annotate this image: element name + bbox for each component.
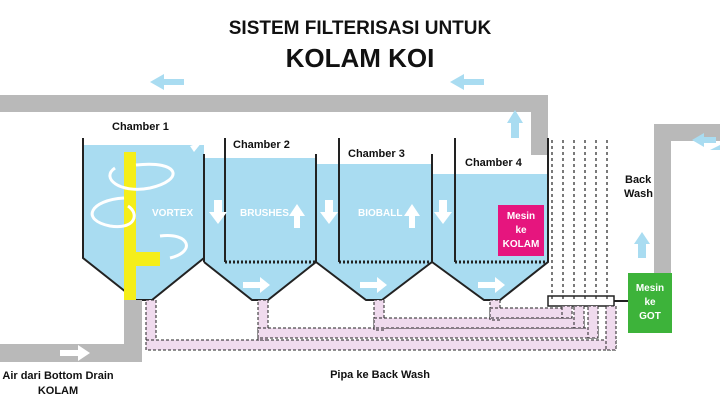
title-line-1: SISTEM FILTERISASI UNTUK (229, 18, 492, 39)
chamber-1-label: Chamber 1 (112, 121, 169, 133)
flow-arrow-icon (507, 110, 523, 138)
flow-arrow-icon (634, 232, 650, 258)
brushes-label: BRUSHES (240, 208, 289, 219)
flow-arrow-icon (478, 277, 505, 293)
pump-to-drain-line3: GOT (639, 311, 661, 322)
backwash-label-line1: Back (625, 174, 652, 186)
chamber-2-water (204, 158, 316, 300)
chamber-3-label: Chamber 3 (348, 148, 405, 160)
pump-to-drain-line1: Mesin (636, 283, 664, 294)
flow-arrow-icon (710, 145, 720, 150)
flow-arrow-icon (450, 74, 484, 90)
inlet-label-line1: Air dari Bottom Drain (2, 370, 114, 382)
bioball-label: BIOBALL (358, 208, 402, 219)
pump-to-pond-line1: Mesin (507, 211, 535, 222)
flow-arrow-icon (209, 200, 227, 224)
flow-arrow-icon (320, 200, 338, 224)
chamber-3-water (316, 164, 432, 300)
collector-box (547, 295, 615, 307)
flow-arrow-icon (289, 204, 305, 228)
pump-to-drain-box (628, 273, 672, 333)
flow-arrow-icon (150, 74, 184, 90)
backwash-pipe-label: Pipa ke Back Wash (330, 369, 430, 381)
swirl-arrow-icon (159, 234, 188, 260)
pump-to-pond-box (498, 205, 544, 256)
outlet-screen (551, 140, 608, 300)
flow-arrow-icon (243, 277, 270, 293)
swirl-arrow-icon (108, 162, 175, 191)
pump-to-pond-line2: ke (515, 225, 527, 236)
title-line-2: KOLAM KOI (286, 43, 435, 73)
pump-to-drain-line2: ke (644, 297, 656, 308)
chamber-4-label: Chamber 4 (465, 157, 523, 169)
swirl-arrow-icon (90, 196, 136, 229)
flow-arrow-icon (190, 142, 202, 152)
flow-arrow-icon (434, 200, 452, 224)
flow-arrow-icon (404, 204, 420, 228)
chamber-2-label: Chamber 2 (233, 139, 290, 151)
inlet-pipe (0, 300, 142, 362)
flow-arrow-icon (60, 345, 90, 361)
vortex-label: VORTEX (152, 208, 193, 219)
drain-pipe (654, 124, 720, 310)
backwash-label-line2: Wash (624, 188, 653, 200)
inlet-label-line2: KOLAM (38, 385, 78, 397)
return-pipe (0, 95, 548, 155)
flow-arrow-icon (360, 277, 387, 293)
pump-to-pond-line3: KOLAM (503, 239, 540, 250)
flow-arrow-icon (692, 133, 716, 147)
backwash-pipes (145, 299, 617, 351)
